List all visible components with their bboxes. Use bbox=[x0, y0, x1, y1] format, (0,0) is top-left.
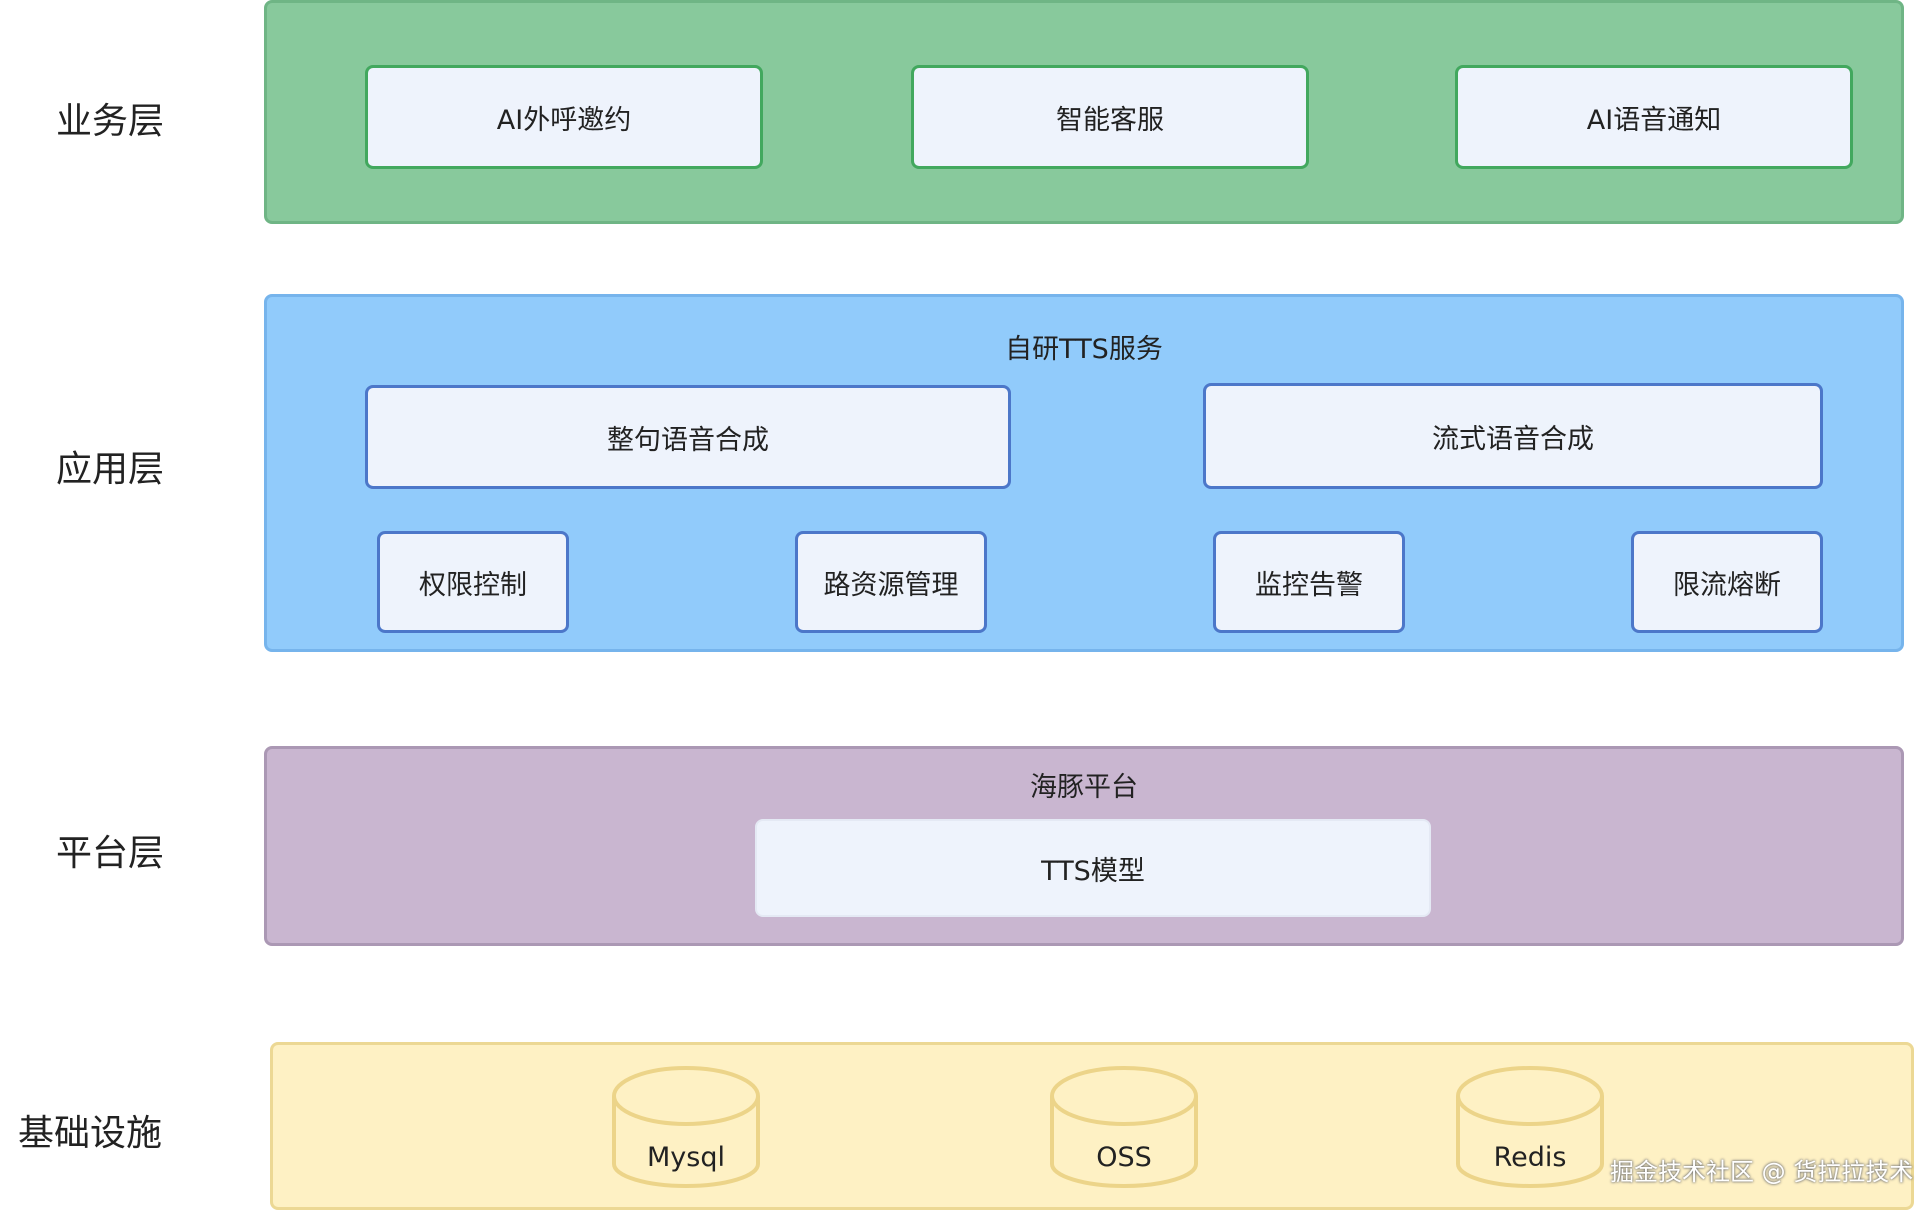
platform-layer-band: 海豚平台 TTS模型 bbox=[264, 746, 1904, 946]
app-item-streaming-synthesis: 流式语音合成 bbox=[1203, 383, 1823, 489]
app-item-access-control: 权限控制 bbox=[377, 531, 569, 633]
business-item-smart-customer-service: 智能客服 bbox=[911, 65, 1309, 169]
platform-layer-title: 海豚平台 bbox=[1030, 772, 1138, 803]
layer-label-infra: 基础设施 bbox=[18, 1113, 163, 1154]
database-cylinder-icon bbox=[612, 1066, 760, 1188]
application-layer-title: 自研TTS服务 bbox=[1005, 334, 1163, 365]
database-redis: Redis bbox=[1454, 1064, 1606, 1192]
platform-item-tts-model: TTS模型 bbox=[755, 819, 1431, 917]
database-label: Mysql bbox=[647, 1142, 725, 1173]
business-item-ai-outbound-invite: AI外呼邀约 bbox=[365, 65, 763, 169]
layer-label-application: 应用层 bbox=[56, 449, 165, 490]
business-item-ai-voice-notice: AI语音通知 bbox=[1455, 65, 1853, 169]
app-item-sentence-synthesis: 整句语音合成 bbox=[365, 385, 1011, 489]
layer-label-business: 业务层 bbox=[56, 101, 165, 142]
business-layer-band: AI外呼邀约 智能客服 AI语音通知 bbox=[264, 0, 1904, 224]
app-item-monitoring-alert: 监控告警 bbox=[1213, 531, 1405, 633]
database-mysql: Mysql bbox=[610, 1064, 762, 1192]
database-label: OSS bbox=[1096, 1142, 1152, 1173]
layer-label-platform: 平台层 bbox=[56, 833, 165, 874]
app-item-rate-limit-circuit-breaker: 限流熔断 bbox=[1631, 531, 1823, 633]
database-label: Redis bbox=[1493, 1142, 1567, 1173]
database-cylinder-icon bbox=[1050, 1066, 1198, 1188]
app-item-resource-management: 路资源管理 bbox=[795, 531, 987, 633]
database-oss: OSS bbox=[1048, 1064, 1200, 1192]
watermark: 掘金技术社区 @ 货拉拉技术 bbox=[1610, 1158, 1914, 1186]
database-cylinder-icon bbox=[1456, 1066, 1604, 1188]
application-layer-band: 自研TTS服务 整句语音合成 流式语音合成 权限控制 路资源管理 监控告警 限流… bbox=[264, 294, 1904, 652]
